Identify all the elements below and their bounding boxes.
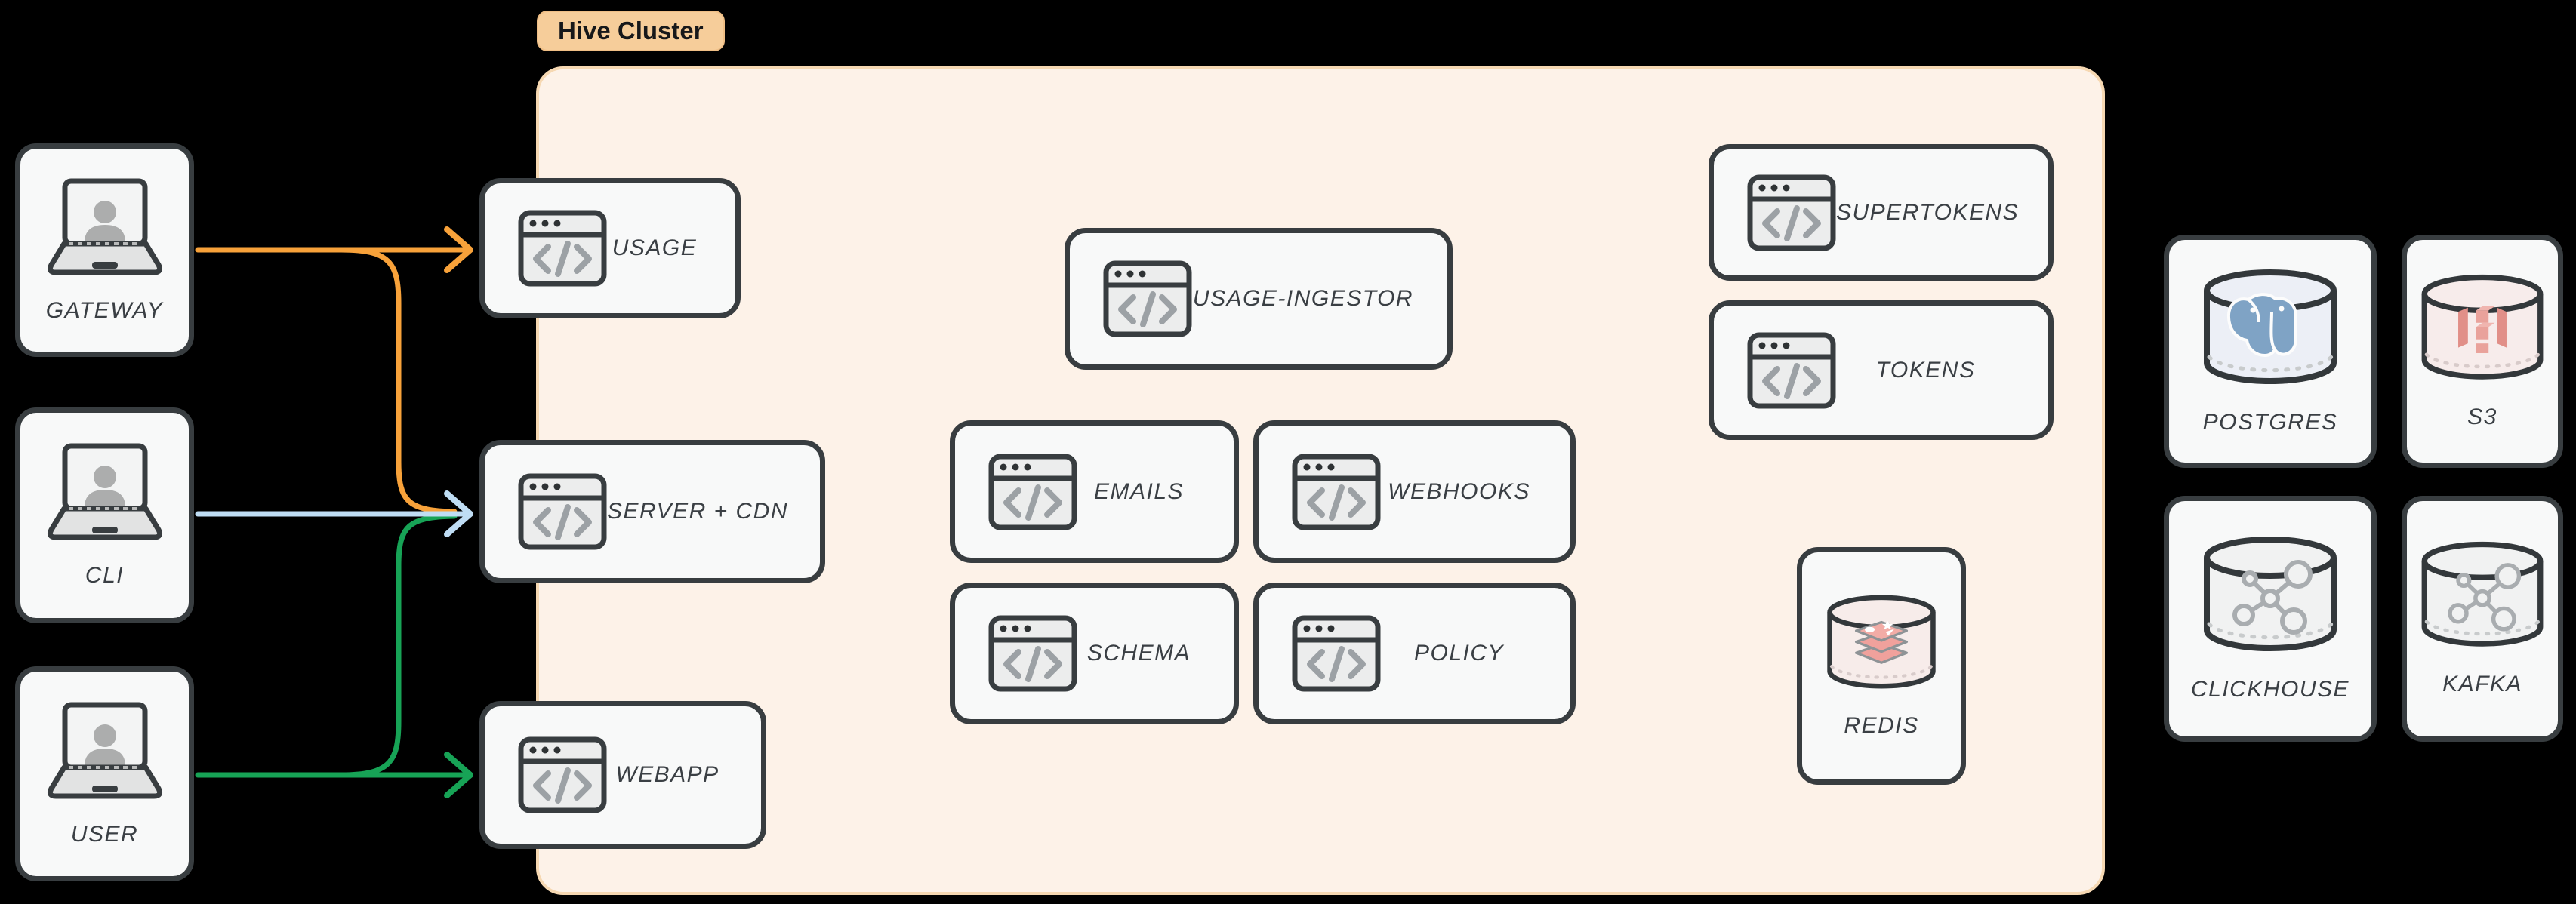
service-label-emails: EMAILS [1093, 478, 1185, 504]
service-label-usage: USAGE [612, 235, 698, 260]
service-node-webapp: WEBAPP [479, 701, 766, 849]
datastore-label-s3: S3 [2467, 404, 2497, 429]
browser-code-icon [988, 454, 1077, 530]
service-label-tokens: TOKENS [1875, 357, 1976, 383]
browser-code-icon [1292, 615, 1381, 692]
edge-cli-to-servercdn-arrowhead [444, 490, 473, 537]
service-node-usage: USAGE [479, 178, 741, 318]
database-s3-icon [2418, 273, 2547, 385]
database-molecule-icon [2418, 540, 2547, 652]
service-node-tokens: TOKENS [1709, 300, 2054, 440]
browser-code-icon [518, 473, 607, 550]
service-node-webhooks: WEBHOOKS [1253, 420, 1576, 563]
service-node-schema: SCHEMA [950, 583, 1239, 724]
client-label-user: USER [70, 821, 139, 847]
datastore-label-postgres: POSTGRES [2202, 409, 2338, 435]
datastore-label-redis: REDIS [1844, 712, 1919, 738]
browser-code-icon [1103, 260, 1192, 337]
service-label-supertokens: SUPERTOKENS [1836, 199, 2020, 225]
browser-code-icon [1747, 174, 1836, 251]
datastore-node-s3: S3 [2402, 235, 2563, 468]
database-redis-icon [1824, 594, 1939, 693]
service-label-server-cdn: SERVER + CDN [607, 499, 789, 524]
datastore-node-redis: REDIS [1797, 547, 1966, 785]
service-label-usage-ingestor: USAGE-INGESTOR [1192, 286, 1414, 311]
service-node-supertokens: SUPERTOKENS [1709, 144, 2054, 281]
datastore-node-clickhouse: CLICKHOUSE [2164, 496, 2377, 742]
client-label-cli: CLI [85, 563, 125, 588]
client-node-gateway: GATEWAY [15, 143, 194, 357]
database-postgres-icon [2200, 268, 2340, 390]
client-label-gateway: GATEWAY [45, 297, 164, 323]
laptop-user-icon [45, 701, 165, 802]
browser-code-icon [988, 615, 1077, 692]
service-node-emails: EMAILS [950, 420, 1239, 563]
datastore-node-kafka: KAFKA [2402, 496, 2563, 742]
datastore-label-kafka: KAFKA [2442, 672, 2522, 696]
laptop-user-icon [45, 177, 165, 278]
edge-user-to-servercdn [338, 513, 458, 778]
service-label-webapp: WEBAPP [615, 762, 719, 787]
browser-code-icon [1747, 332, 1836, 409]
datastore-node-postgres: POSTGRES [2164, 235, 2377, 468]
browser-code-icon [1292, 454, 1381, 530]
hive-cluster-badge: Hive Cluster [537, 11, 725, 51]
datastore-label-clickhouse: CLICKHOUSE [2190, 677, 2350, 702]
service-node-policy: POLICY [1253, 583, 1576, 724]
service-node-usage-ingestor: USAGE-INGESTOR [1065, 228, 1453, 370]
service-label-policy: POLICY [1413, 641, 1505, 666]
edge-gateway-to-usage-arrowhead [444, 226, 473, 273]
edge-gateway-to-servercdn [338, 247, 458, 515]
service-label-webhooks: WEBHOOKS [1388, 478, 1530, 504]
database-molecule-icon [2200, 535, 2340, 657]
service-node-server-cdn: SERVER + CDN [479, 440, 825, 583]
edge-user-to-webapp-arrowhead [444, 752, 473, 798]
browser-code-icon [518, 210, 607, 287]
client-node-user: USER [15, 666, 194, 881]
hive-cluster-badge-label: Hive Cluster [558, 17, 704, 45]
client-node-cli: CLI [15, 407, 194, 623]
service-label-schema: SCHEMA [1086, 641, 1191, 666]
laptop-user-icon [45, 442, 165, 543]
browser-code-icon [518, 736, 607, 813]
